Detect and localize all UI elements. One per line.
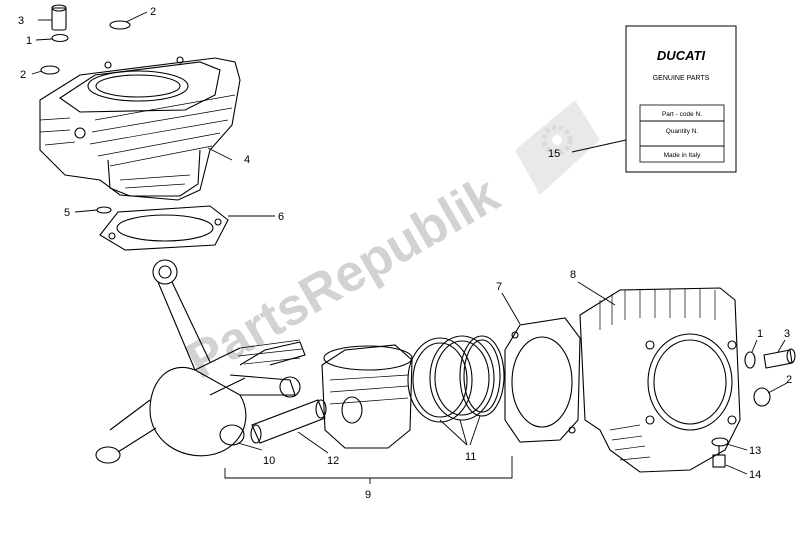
- rear-o-ring-top: [109, 20, 131, 30]
- callout-15: 15: [548, 148, 560, 160]
- callout-14: 14: [749, 469, 761, 481]
- crankshaft: [95, 259, 306, 464]
- piston-rings: [407, 335, 505, 423]
- card-subtitle: GENUINE PARTS: [653, 75, 710, 82]
- front-o-ring-small: [744, 351, 756, 369]
- washer-13: [711, 437, 729, 447]
- watermark: PartsRepublik: [177, 165, 509, 390]
- front-o-ring: [753, 387, 771, 407]
- callout-11: 11: [465, 451, 476, 463]
- o-ring-5: [96, 206, 112, 214]
- callout-2-front: 2: [786, 374, 792, 386]
- card-row-part-code: Part - code N.: [662, 111, 702, 118]
- rear-base-gasket: [99, 205, 229, 251]
- piston-pin: [250, 399, 327, 444]
- front-cylinder: [579, 287, 741, 473]
- watermark-text: PartsRepublik: [177, 165, 509, 390]
- callout-6: 6: [278, 211, 284, 223]
- callout-7: 7: [496, 281, 502, 293]
- callout-1-rear: 1: [26, 35, 32, 47]
- callout-3-front: 3: [784, 328, 790, 340]
- callout-12: 12: [327, 455, 339, 467]
- front-base-gasket: [504, 317, 581, 443]
- callout-3-rear: 3: [18, 15, 24, 27]
- callout-5: 5: [64, 207, 70, 219]
- rear-cylinder: [39, 56, 241, 201]
- card-brand: DUCATI: [657, 48, 706, 63]
- genuine-parts-card: DUCATI GENUINE PARTS Part - code N. Quan…: [625, 25, 737, 173]
- callout-10: 10: [263, 455, 275, 467]
- card-row-quantity: Quantity N.: [666, 128, 699, 135]
- callout-9: 9: [365, 489, 371, 501]
- callout-1-front: 1: [757, 328, 763, 340]
- front-dowel-pin: [763, 348, 796, 369]
- callout-labels: 3 1 2 2 4 5 6 7 8 1 3 2 13 14 15 10 12 1…: [18, 6, 792, 501]
- card-row-made-in: Made in Italy: [664, 152, 702, 159]
- rear-o-ring-small: [51, 33, 69, 43]
- piston: [321, 344, 413, 449]
- leader-lines: [31, 11, 788, 484]
- watermark-gear-icon: [515, 100, 600, 195]
- rear-dowel-pin: [51, 4, 67, 31]
- callout-2-top: 2: [150, 6, 156, 18]
- callout-8: 8: [570, 269, 576, 281]
- callout-4: 4: [244, 154, 250, 166]
- callout-2-left: 2: [20, 69, 26, 81]
- screw-14: [712, 445, 726, 468]
- callout-13: 13: [749, 445, 761, 457]
- rear-o-ring-left: [40, 65, 60, 75]
